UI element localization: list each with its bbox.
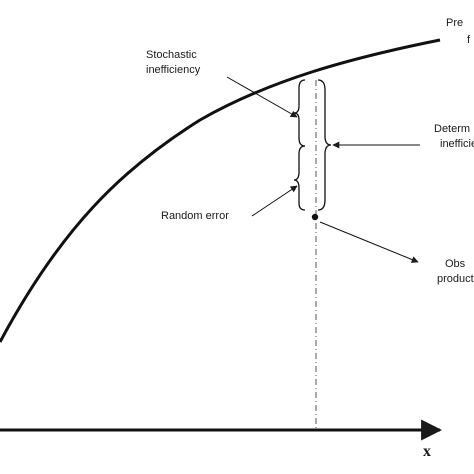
random-error-label: Random error	[161, 210, 229, 222]
frontier-label-line2: f	[467, 34, 471, 46]
random-error-arrow	[251, 185, 298, 217]
x-axis-label: x	[423, 443, 431, 460]
random-error-brace	[293, 145, 306, 211]
deterministic-label-line2: inefficie	[440, 138, 474, 150]
frontier-curve	[0, 38, 441, 343]
observed-point	[311, 213, 319, 221]
observed-arrow	[319, 221, 419, 263]
deterministic-label-line1: Determ	[434, 123, 470, 135]
observed-label-line2: product	[437, 273, 474, 285]
observed-label-line1: Obs	[445, 258, 466, 270]
stochastic-brace	[293, 79, 306, 147]
deterministic-brace	[317, 79, 332, 211]
stochastic-label-line2: inefficiency	[146, 64, 201, 76]
frontier-label-line1: Pre	[446, 17, 463, 29]
stochastic-label-line1: Stochastic	[146, 49, 197, 61]
stochastic-arrow	[226, 76, 298, 118]
